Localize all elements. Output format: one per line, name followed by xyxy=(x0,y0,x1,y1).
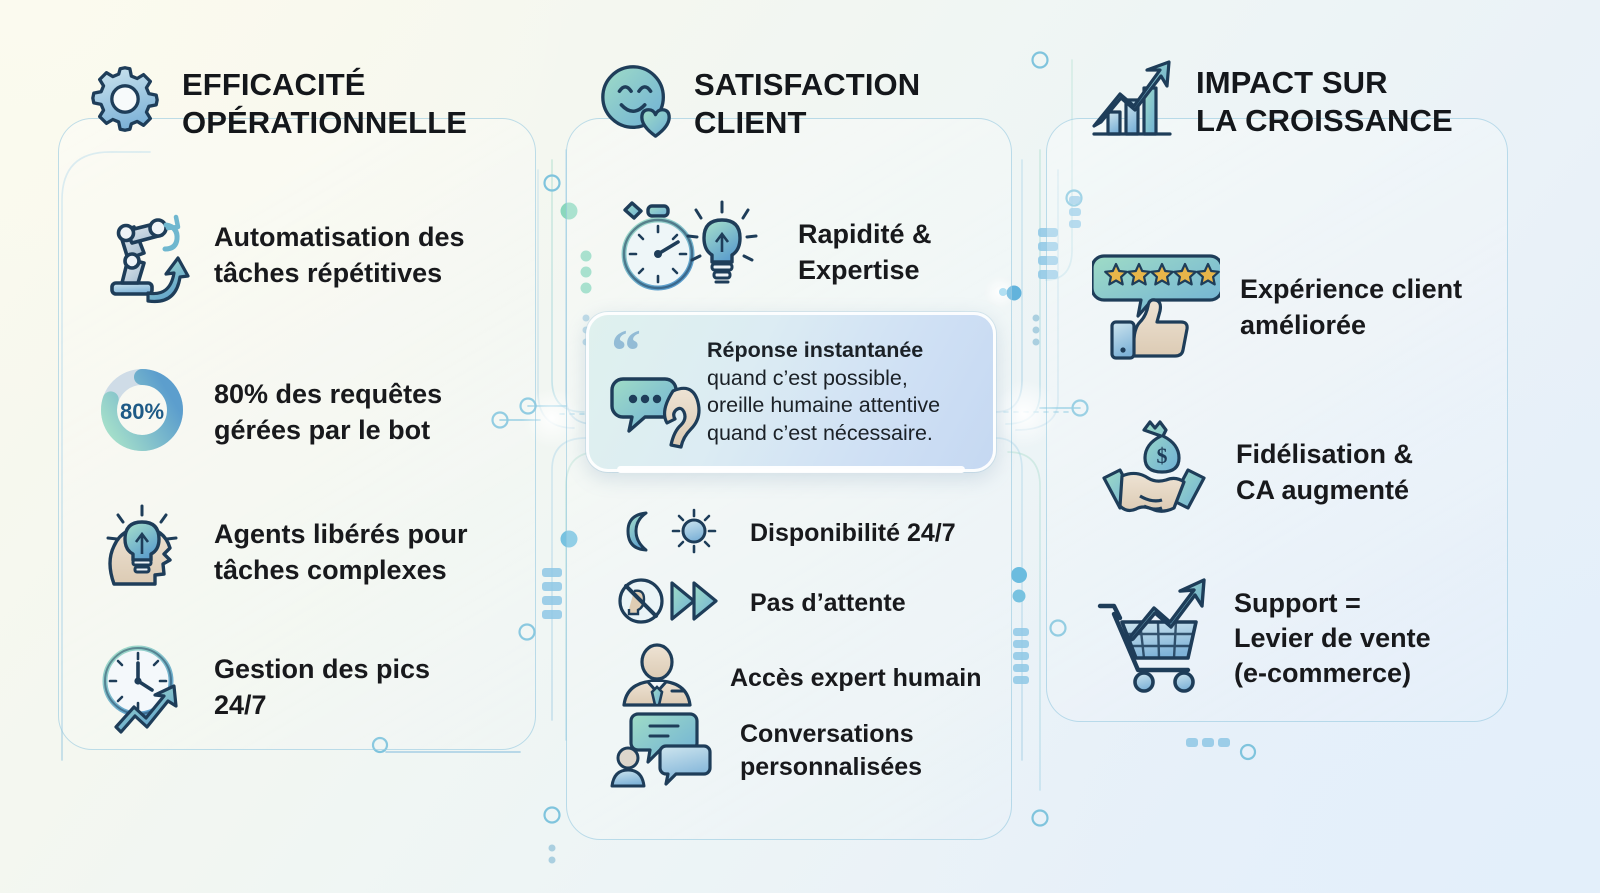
feature-rapidite-expertise: Rapidité & Expertise xyxy=(610,198,932,307)
column-title: IMPACT SUR LA CROISSANCE xyxy=(1196,65,1453,138)
column-title: SATISFACTION CLIENT xyxy=(694,67,921,140)
handshake-money-icon: $ xyxy=(1092,418,1216,527)
feature-80-pourcent: 80% 80% des requêtes gérées par le bot xyxy=(90,358,442,467)
column-satisfaction-client: SATISFACTION CLIENT xyxy=(596,58,1026,788)
gear-icon xyxy=(86,60,164,143)
card-highlight xyxy=(617,466,965,473)
quote-line-4: quand c’est nécessaire. xyxy=(707,420,933,445)
stopwatch-bulb-icon xyxy=(610,198,778,307)
quote-card-reponse-instantanee: “ Réponse instantanée quand c’est possib… xyxy=(586,312,996,473)
column-title: EFFICACITÉ OPÉRATIONNELLE xyxy=(182,67,468,140)
feature-text: Fidélisation & CA augmenté xyxy=(1236,439,1414,505)
feature-text: Agents libérés pour tâches complexes xyxy=(214,519,468,585)
feature-conversations: Conversations personnalisées xyxy=(610,708,922,793)
feature-text: Expérience client améliorée xyxy=(1240,274,1463,340)
cart-growth-icon xyxy=(1092,578,1214,699)
five-star-thumbsup-icon xyxy=(1090,250,1224,365)
quote-headline: Réponse instantanée xyxy=(707,338,924,362)
feature-acces-expert: Accès expert humain xyxy=(610,643,982,714)
feature-text: Disponibilité 24/7 xyxy=(750,519,956,548)
feature-text: Pas d’attente xyxy=(750,589,906,618)
chat-bubbles-person-icon xyxy=(610,708,720,793)
feature-text: Conversations personnalisées xyxy=(740,720,923,781)
feature-text: Automatisation des tâches répétitives xyxy=(214,222,465,288)
smiley-heart-icon xyxy=(596,60,676,145)
moon-sun-icon xyxy=(610,503,730,564)
feature-experience-client: Expérience client améliorée xyxy=(1090,250,1463,365)
head-lightbulb-icon xyxy=(90,498,194,607)
growth-chart-icon xyxy=(1086,60,1178,149)
feature-text: Rapidité & Expertise xyxy=(798,219,932,285)
donut-chart-icon: 80% xyxy=(90,358,194,467)
feature-disponibilite: Disponibilité 24/7 xyxy=(610,503,956,564)
robot-arm-icon xyxy=(90,201,194,310)
column-efficacite-operationnelle: EFFICACITÉ OPÉRATIONNELLE xyxy=(86,58,546,734)
column-impact-croissance: IMPACT SUR LA CROISSANCE xyxy=(1086,58,1536,693)
feature-text: 80% des requêtes gérées par le bot xyxy=(214,379,443,445)
column-header-satisfaction: SATISFACTION CLIENT xyxy=(596,58,1026,145)
no-wait-fast-forward-icon xyxy=(610,573,730,634)
feature-support-levier: Support = Levier de vente (e-commerce) xyxy=(1092,578,1431,699)
feature-fidelisation: $ Fidélisation & CA augmenté xyxy=(1092,418,1413,527)
clock-trend-icon xyxy=(90,633,194,742)
quote-line-3: oreille humaine attentive xyxy=(707,393,941,418)
feature-text: Gestion des pics 24/7 xyxy=(214,654,431,720)
feature-text: Accès expert humain xyxy=(730,664,982,693)
feature-pas-dattente: Pas d’attente xyxy=(610,573,906,634)
agent-person-icon xyxy=(610,643,710,714)
quote-mark-icon: “ xyxy=(611,318,641,384)
feature-agents-liberes: Agents libérés pour tâches complexes xyxy=(90,498,468,607)
quote-text: Réponse instantanée quand c’est possible… xyxy=(707,337,983,447)
quote-line-2: quand c’est possible, xyxy=(707,365,908,390)
chat-ear-icon xyxy=(607,371,703,456)
column-header-impact: IMPACT SUR LA CROISSANCE xyxy=(1086,58,1536,149)
feature-text: Support = Levier de vente (e-commerce) xyxy=(1234,587,1431,689)
svg-text:$: $ xyxy=(1157,443,1168,468)
feature-automatisation: Automatisation des tâches répétitives xyxy=(90,201,465,310)
donut-value-label: 80% xyxy=(120,399,164,424)
column-header-efficacite: EFFICACITÉ OPÉRATIONNELLE xyxy=(86,58,546,143)
feature-gestion-pics: Gestion des pics 24/7 xyxy=(90,633,430,742)
